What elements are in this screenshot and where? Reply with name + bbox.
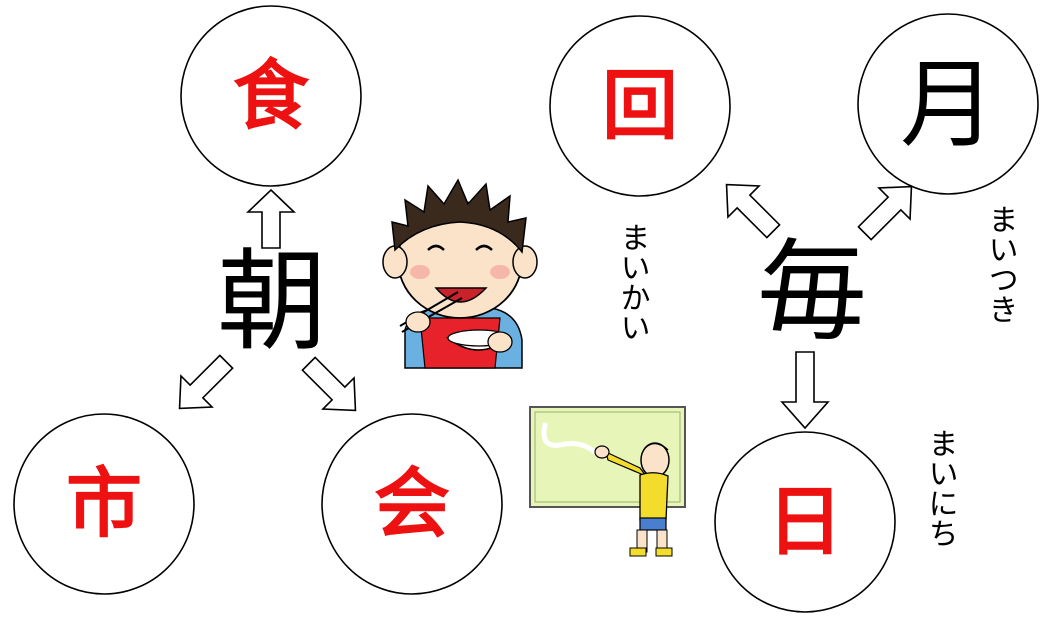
node-nichi: 日 bbox=[714, 431, 896, 613]
kanji-ichi: 市 bbox=[66, 459, 142, 548]
circle-kai-meeting bbox=[321, 413, 503, 595]
kanji-shoku: 食 bbox=[233, 51, 310, 140]
circle-nichi bbox=[714, 431, 896, 613]
circle-shoku bbox=[180, 5, 362, 187]
node-shoku: 食 bbox=[180, 5, 362, 187]
circle-kai-times bbox=[549, 15, 731, 197]
kanji-nichi: 日 bbox=[767, 477, 843, 566]
kanji-asa-center: 朝 bbox=[217, 238, 327, 366]
reading-maikai: まいかい bbox=[615, 222, 650, 342]
node-kai-meeting: 会 bbox=[321, 413, 503, 595]
node-kai-times: 回 bbox=[549, 15, 731, 197]
kanji-mai-center: 毎 bbox=[757, 228, 867, 356]
node-tsuki: 月 bbox=[857, 13, 1039, 195]
node-ichi: 市 bbox=[13, 413, 195, 595]
blackboard-illustration bbox=[529, 406, 686, 557]
arrow-down-right-icon bbox=[301, 356, 357, 412]
kanji-tsuki: 月 bbox=[900, 49, 996, 161]
circle-ichi bbox=[13, 413, 195, 595]
circle-tsuki bbox=[857, 13, 1039, 195]
kanji-kai-meeting: 会 bbox=[374, 459, 450, 548]
kanji-kai-times: 回 bbox=[602, 61, 678, 150]
arrow-down-left-icon bbox=[178, 354, 234, 410]
reading-maitsuki: まいつき bbox=[983, 204, 1018, 324]
arrow-down-icon bbox=[780, 351, 830, 430]
reading-mainichi: まいにち bbox=[923, 428, 958, 548]
arrow-up-right-icon bbox=[857, 185, 913, 241]
boy-eating-illustration bbox=[382, 178, 538, 369]
arrow-up-left-icon bbox=[725, 183, 781, 239]
arrow-up-icon bbox=[246, 188, 296, 249]
